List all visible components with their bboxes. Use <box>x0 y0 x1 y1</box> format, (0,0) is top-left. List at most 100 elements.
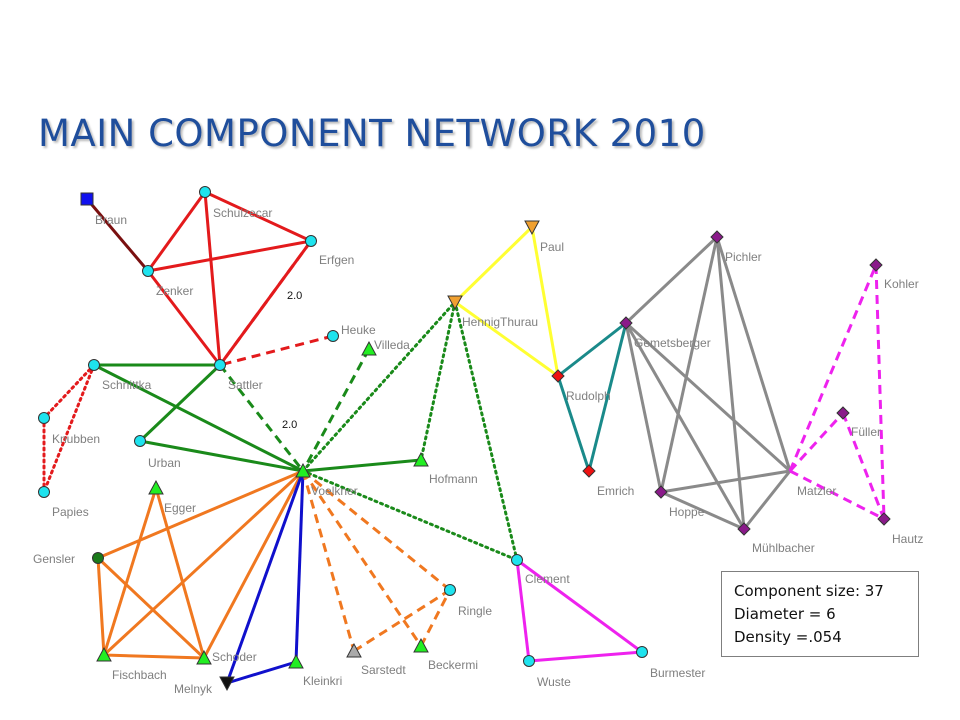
edge-matzler-fuller <box>788 411 845 473</box>
node-voelkner <box>295 462 311 478</box>
node-zenker <box>142 265 154 277</box>
node-label-fuller: Füller <box>851 425 881 439</box>
node-label-ringle: Ringle <box>458 604 492 618</box>
edge-matzler-kohler <box>788 264 878 472</box>
node-label-braun: Braun <box>95 213 127 227</box>
edge-voelkner-ringle <box>302 469 451 592</box>
edge-zenker-erfgen <box>147 239 312 273</box>
node-label-schoder: Schoder <box>212 650 257 664</box>
edge-rudolph-gemetsberger <box>557 321 627 378</box>
node-beckermi <box>413 637 429 653</box>
edge-voelkner-sarstedt <box>301 470 356 652</box>
node-label-hofmann: Hofmann <box>429 472 478 486</box>
edge-braun-zenker <box>85 198 150 272</box>
edge-gemetsberger-hoppe <box>624 322 663 493</box>
edge-schnittka-voelkner <box>93 363 304 473</box>
node-label-villeda: Villeda <box>374 338 410 352</box>
node-label-papies: Papies <box>52 505 89 519</box>
edge-gensler-fischbach <box>96 557 106 656</box>
edge-heuke-sattler <box>219 334 334 367</box>
node-hautz <box>877 512 891 526</box>
edge-sarstedt-ringle <box>353 588 451 653</box>
component-stats-box: Component size: 37 Diameter = 6 Density … <box>721 571 919 657</box>
edge-schulzecar-sattler <box>203 191 222 366</box>
node-label-paul: Paul <box>540 240 564 254</box>
node-rudolph <box>551 369 565 383</box>
node-label-sattler: Sattler <box>228 378 263 392</box>
node-braun <box>80 192 94 206</box>
node-label-matzler: Matzler <box>797 484 836 498</box>
node-label-voelkner: Voelkner <box>311 484 358 498</box>
node-fuller <box>836 406 850 420</box>
node-melnyk <box>219 676 235 692</box>
node-label-heuke: Heuke <box>341 323 376 337</box>
edge-clement-burmester <box>516 558 643 654</box>
edge-gemetsberger-muhlbacher <box>624 322 746 530</box>
edge-kohler-hautz <box>874 264 886 520</box>
node-label-sarstedt: Sarstedt <box>361 663 406 677</box>
edge-villeda-voelkner <box>301 348 371 472</box>
node-label-schulzecar: Schulzecar <box>213 206 272 220</box>
edge-sattler-urban <box>138 363 222 443</box>
edge-gensler-schoder <box>96 556 206 660</box>
diameter-text: Diameter = 6 <box>734 605 836 623</box>
node-schoder <box>196 649 212 665</box>
node-label-gemetsberger: Gemetsberger <box>634 336 711 350</box>
edge-muhlbacher-matzler <box>742 470 792 530</box>
node-label-hautz: Hautz <box>892 532 923 546</box>
edge-hennigthurau-hofmann <box>419 300 457 462</box>
node-egger <box>148 479 164 495</box>
edge-wuste-burmester <box>528 650 643 663</box>
edge-voelkner-gensler <box>97 469 304 560</box>
node-hofmann <box>413 451 429 467</box>
node-urban <box>134 435 146 447</box>
edge-weight-label: 2.0 <box>282 419 297 431</box>
node-label-melnyk: Melnyk <box>174 682 213 696</box>
edge-matzler-hautz <box>789 469 885 521</box>
edge-beckermi-ringle <box>419 589 452 647</box>
node-label-hennigthurau: HennigThurau <box>462 315 538 329</box>
node-label-emrich: Emrich <box>597 484 634 498</box>
edge-schulzecar-zenker <box>146 191 207 272</box>
edge-erfgen-sattler <box>218 240 313 366</box>
node-label-fischbach: Fischbach <box>112 668 167 682</box>
node-papies <box>38 486 50 498</box>
node-wuste <box>523 655 535 667</box>
edge-gemetsberger-emrich <box>587 322 628 472</box>
component-size-text: Component size: 37 <box>734 582 884 600</box>
edge-pichler-matzler <box>715 236 792 472</box>
node-gemetsberger <box>619 316 633 330</box>
edge-hennigthurau-paul <box>453 225 534 304</box>
edge-fischbach-schoder <box>103 653 205 660</box>
node-schulzecar <box>199 186 211 198</box>
edge-weight-label: 2.0 <box>287 290 302 302</box>
edge-voelkner-kleinkri <box>294 470 305 663</box>
node-hoppe <box>654 485 668 499</box>
edge-voelkner-hofmann <box>302 458 422 473</box>
edge-gemetsberger-matzler <box>624 321 792 473</box>
edge-clement-wuste <box>515 559 531 662</box>
node-label-erfgen: Erfgen <box>319 253 354 267</box>
edge-voelkner-schoder <box>202 470 305 659</box>
edge-voelkner-melnyk <box>225 470 305 684</box>
node-hennigthurau <box>447 295 463 311</box>
edge-voelkner-hennigthurau <box>301 300 457 473</box>
node-ringle <box>444 584 456 596</box>
node-label-schnittka: Schnittka <box>102 378 152 392</box>
node-paul <box>524 220 540 236</box>
node-label-egger: Egger <box>164 501 196 515</box>
node-label-knubben: Knubben <box>52 432 100 446</box>
node-label-kleinkri: Kleinkri <box>303 674 342 688</box>
node-label-pichler: Pichler <box>725 250 762 264</box>
node-knubben <box>38 412 50 424</box>
node-label-kohler: Kohler <box>884 277 919 291</box>
node-erfgen <box>305 235 317 247</box>
node-heuke <box>327 330 339 342</box>
node-gensler <box>92 552 104 564</box>
edge-voelkner-fischbach <box>102 469 305 657</box>
edge-paul-rudolph <box>530 226 560 377</box>
edge-voelkner-beckermi <box>301 470 423 647</box>
node-pichler <box>710 230 724 244</box>
edge-zenker-sattler <box>146 270 222 366</box>
